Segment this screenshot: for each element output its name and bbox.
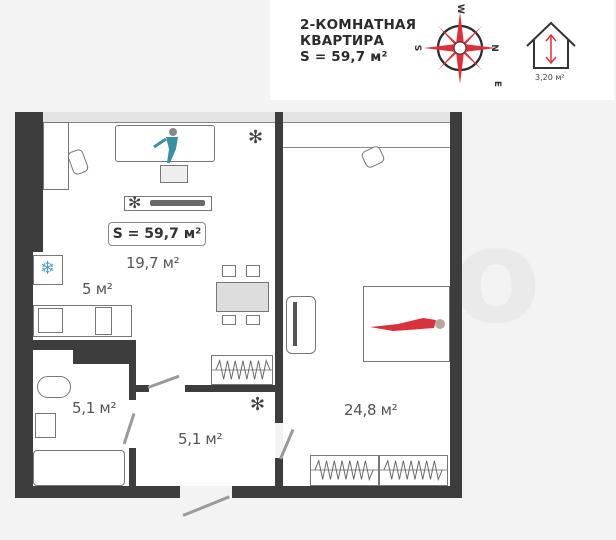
tv-cabinet xyxy=(286,296,316,354)
sofa xyxy=(115,125,215,162)
title-line-area: S = 59,7 м² xyxy=(300,49,388,65)
window-bedroom xyxy=(283,112,450,123)
wall-hall-stub xyxy=(129,385,149,392)
total-area-badge: S = 59,7 м² xyxy=(108,222,206,246)
person-living-icon xyxy=(150,127,186,169)
dining-chair xyxy=(246,315,260,325)
compass-right-label: N xyxy=(488,44,499,52)
desk xyxy=(43,122,69,190)
kitchen-area-label: 5 м² xyxy=(82,280,113,298)
radiator xyxy=(211,355,273,385)
plant-icon: ✻ xyxy=(250,394,266,414)
dining-chair xyxy=(222,265,236,277)
snowflake-icon: ❄ xyxy=(40,258,56,278)
hallway-floor xyxy=(133,390,275,486)
plant-icon: ✻ xyxy=(248,127,264,147)
radiator xyxy=(310,455,379,486)
wall-left-outer xyxy=(15,112,43,252)
wall-bath-block xyxy=(73,340,136,364)
door-entrance[interactable] xyxy=(182,495,230,517)
toilet xyxy=(37,376,71,398)
house-ceiling-height-icon xyxy=(525,20,577,72)
wall-bath-right-lower xyxy=(129,448,136,488)
fridge xyxy=(33,255,63,285)
dining-table xyxy=(216,282,269,312)
wall-bath-right-upper xyxy=(129,340,136,400)
wall-bottom-left xyxy=(15,486,180,498)
coffee-table xyxy=(160,165,188,183)
bedroom-shelf xyxy=(283,147,450,148)
stove xyxy=(95,307,112,335)
compass-bottom-label: E xyxy=(492,80,503,88)
wall-right-outer xyxy=(450,112,462,498)
dining-chair xyxy=(222,315,236,325)
wall-bottom-right xyxy=(232,486,462,498)
tv-icon xyxy=(150,200,205,206)
apartment-title: 2-КОМНАТНАЯ КВАРТИРА S = 59,7 м² xyxy=(300,17,416,65)
sink xyxy=(38,308,63,333)
radiator xyxy=(379,455,448,486)
ceiling-height-label: 3,20 м² xyxy=(535,73,565,82)
wall-center-lower xyxy=(275,458,283,498)
title-line-type: КВАРТИРА xyxy=(300,33,385,49)
wall-center-upper xyxy=(275,112,283,423)
tv-icon xyxy=(293,302,297,346)
person-bedroom-icon xyxy=(368,312,448,334)
wall-hall-top xyxy=(185,385,280,392)
wall-left-lower xyxy=(15,252,33,498)
title-line-rooms: 2-КОМНАТНАЯ xyxy=(300,17,417,33)
hallway-area-label: 5,1 м² xyxy=(178,430,223,448)
bathroom-area-label: 5,1 м² xyxy=(72,399,117,417)
plant-icon: ✻ xyxy=(128,195,142,212)
compass-left-label: S xyxy=(412,44,423,52)
bedroom-area-label: 24,8 м² xyxy=(344,401,398,419)
bathtub xyxy=(33,450,125,486)
compass-top-label: W xyxy=(454,4,465,14)
window-living xyxy=(43,112,275,123)
compass-rose-icon xyxy=(420,8,500,88)
washbasin xyxy=(35,413,56,438)
dining-chair xyxy=(246,265,260,277)
living-room-area-label: 19,7 м² xyxy=(126,254,180,272)
